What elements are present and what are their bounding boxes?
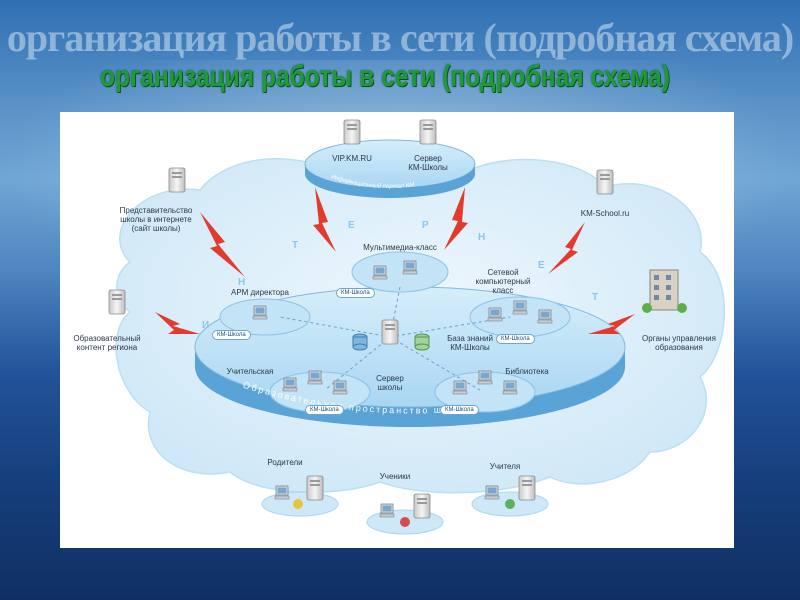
slide-title-shadow: организация работы в сети (подробная схе… — [0, 14, 800, 61]
region-content-label: Образовательный контент региона — [62, 334, 152, 352]
students-server-icon — [414, 494, 430, 518]
slide-title: организация работы в сети (подробная схе… — [69, 60, 700, 94]
student-user-icon — [400, 517, 410, 527]
library-pc-icon — [453, 381, 467, 394]
students-pc-icon — [380, 504, 394, 517]
multimedia-pc-icon — [403, 261, 417, 274]
internet-letter: Е — [348, 220, 355, 231]
multimedia-label: Мультимедиа-класс — [345, 243, 455, 252]
parents-server-icon — [307, 476, 323, 500]
school-server-label: Сервер школы — [365, 374, 415, 392]
teachers-pc-icon — [308, 371, 322, 384]
director-label: АРМ директора — [215, 288, 305, 297]
internet-letter: Т — [292, 240, 298, 251]
km-server-label: Сервер КМ-Школы — [403, 154, 453, 172]
region-content-server-icon — [109, 290, 125, 314]
library-pc-icon — [503, 381, 517, 394]
diagram-graphics: Информационный портал КМ Образовательное… — [60, 112, 734, 548]
km-school-ru-label: KM-School.ru — [575, 209, 635, 218]
km-school-badge: КМ-Школа — [336, 288, 375, 298]
school-server-icon — [382, 320, 398, 344]
multimedia-pc-icon — [373, 266, 387, 279]
teachers-room-label: Учительская — [215, 367, 285, 376]
network-class-label: Сетевой компьютерный класс — [458, 268, 548, 295]
internet-letter: Н — [238, 277, 245, 288]
internet-letter: И — [202, 320, 209, 331]
parent-user-icon — [293, 499, 303, 509]
teachers-server-icon — [519, 476, 535, 500]
km-server-icon — [420, 120, 436, 144]
teachers-pc-icon — [283, 378, 297, 391]
multimedia-disk — [352, 252, 448, 292]
library-label: Библиотека — [492, 367, 562, 376]
students-label: Ученики — [365, 472, 425, 481]
network-pc-icon — [513, 301, 527, 314]
internet-letter: Р — [422, 220, 429, 231]
edu-authorities-label: Органы управления образования — [630, 334, 728, 352]
director-pc-icon — [253, 306, 267, 319]
teacher-user-icon — [505, 499, 515, 509]
library-pc-icon — [478, 371, 492, 384]
teachers-pc-icon — [333, 381, 347, 394]
km-school-badge: КМ-Школа — [496, 334, 535, 344]
network-diagram: Информационный портал КМ Образовательное… — [60, 112, 734, 548]
internet-letter: Т — [592, 292, 598, 303]
km-school-badge: КМ-Школа — [305, 405, 344, 415]
teachers-pc-icon — [485, 486, 499, 499]
km-school-badge: КМ-Школа — [212, 330, 251, 340]
km-school-ru-server-icon — [597, 170, 613, 194]
vip-label: VIP.KM.RU — [327, 154, 377, 163]
parents-label: Родители — [255, 458, 315, 467]
teachers-label: Учителя — [475, 462, 535, 471]
vip-server-icon — [344, 120, 360, 144]
internet-letter: Н — [478, 232, 485, 243]
network-pc-icon — [538, 310, 552, 323]
network-pc-icon — [488, 308, 502, 321]
km-school-badge: КМ-Школа — [440, 405, 479, 415]
parents-pc-icon — [275, 486, 289, 499]
school-site-server-icon — [169, 168, 185, 192]
school-site-label: Представительство школы в интернете (сай… — [96, 206, 216, 233]
